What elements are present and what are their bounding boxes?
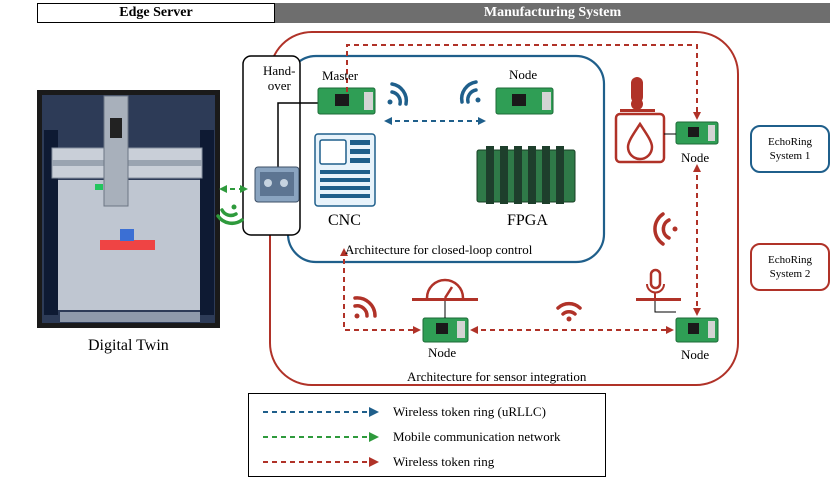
node-board-top: [495, 87, 554, 115]
manufacturing-system-header: Manufacturing System: [275, 3, 830, 23]
legend-mobile-label: Mobile communication network: [393, 429, 561, 444]
closed-loop-label: Architecture for closed-loop control: [345, 242, 533, 257]
handover-label-line1: Hand-: [263, 63, 296, 78]
echoring-system-2-line1: EchoRing: [768, 254, 812, 266]
legend-urllc-label: Wireless token ring (uRLLC): [393, 404, 546, 419]
legend-token-ring-line: [263, 457, 379, 467]
mobile-wifi-icon: [216, 204, 244, 226]
node-board-right-top: [675, 121, 719, 145]
sensor-wifi-right-icon: [653, 212, 678, 246]
edge-server-header: Edge Server: [37, 3, 275, 23]
fpga-board: [476, 146, 576, 204]
humidity-sensor-icon: [614, 112, 666, 164]
echoring-system-2-line2: System 2: [769, 268, 811, 280]
sensor-wifi-middle-icon: [556, 301, 582, 322]
red-link-left: [340, 248, 421, 334]
cnc-label: CNC: [328, 212, 361, 229]
node-top-label: Node: [509, 67, 538, 82]
echoring-system-1-line1: EchoRing: [768, 136, 812, 148]
sensor-integration-label: Architecture for sensor integration: [407, 369, 587, 384]
gauge-icon: [412, 278, 478, 318]
cnc-controller: [314, 133, 376, 207]
node-bottom-right-label: Node: [681, 347, 710, 362]
node-bottom-mid-label: Node: [428, 345, 457, 360]
master-wifi-icon: [387, 82, 409, 106]
node-board-bottom-mid: [422, 317, 469, 343]
digital-twin-label: Digital Twin: [88, 337, 169, 354]
master-label: Master: [322, 68, 359, 83]
handover-label-line2: over: [267, 78, 291, 93]
echoring-system-1-line2: System 1: [769, 150, 811, 162]
handover-device: [254, 166, 300, 203]
digital-twin-image: [37, 90, 220, 328]
red-link-top: [346, 44, 701, 120]
legend-item-token-ring: Wireless token ring: [249, 451, 605, 473]
legend-item-urllc: Wireless token ring (uRLLC): [249, 401, 605, 423]
microphone-icon: [636, 268, 681, 313]
node-board-bottom-right: [675, 317, 719, 343]
node-wifi-icon: [459, 80, 481, 104]
legend: Wireless token ring (uRLLC) Mobile commu…: [248, 393, 606, 477]
legend-item-mobile: Mobile communication network: [249, 426, 605, 448]
node-right-top-label: Node: [681, 150, 710, 165]
legend-mobile-line: [263, 432, 379, 442]
master-board: [317, 87, 376, 115]
fpga-label: FPGA: [507, 212, 548, 229]
handover-master-wire: [277, 102, 318, 175]
legend-urllc-line: [263, 407, 379, 417]
sensor-ring-boundary: [269, 31, 739, 386]
handover-label: Hand- over: [263, 63, 296, 93]
temperature-icon: [620, 77, 655, 112]
sensor-wifi-left-icon: [353, 296, 377, 319]
legend-token-ring-label: Wireless token ring: [393, 454, 495, 469]
